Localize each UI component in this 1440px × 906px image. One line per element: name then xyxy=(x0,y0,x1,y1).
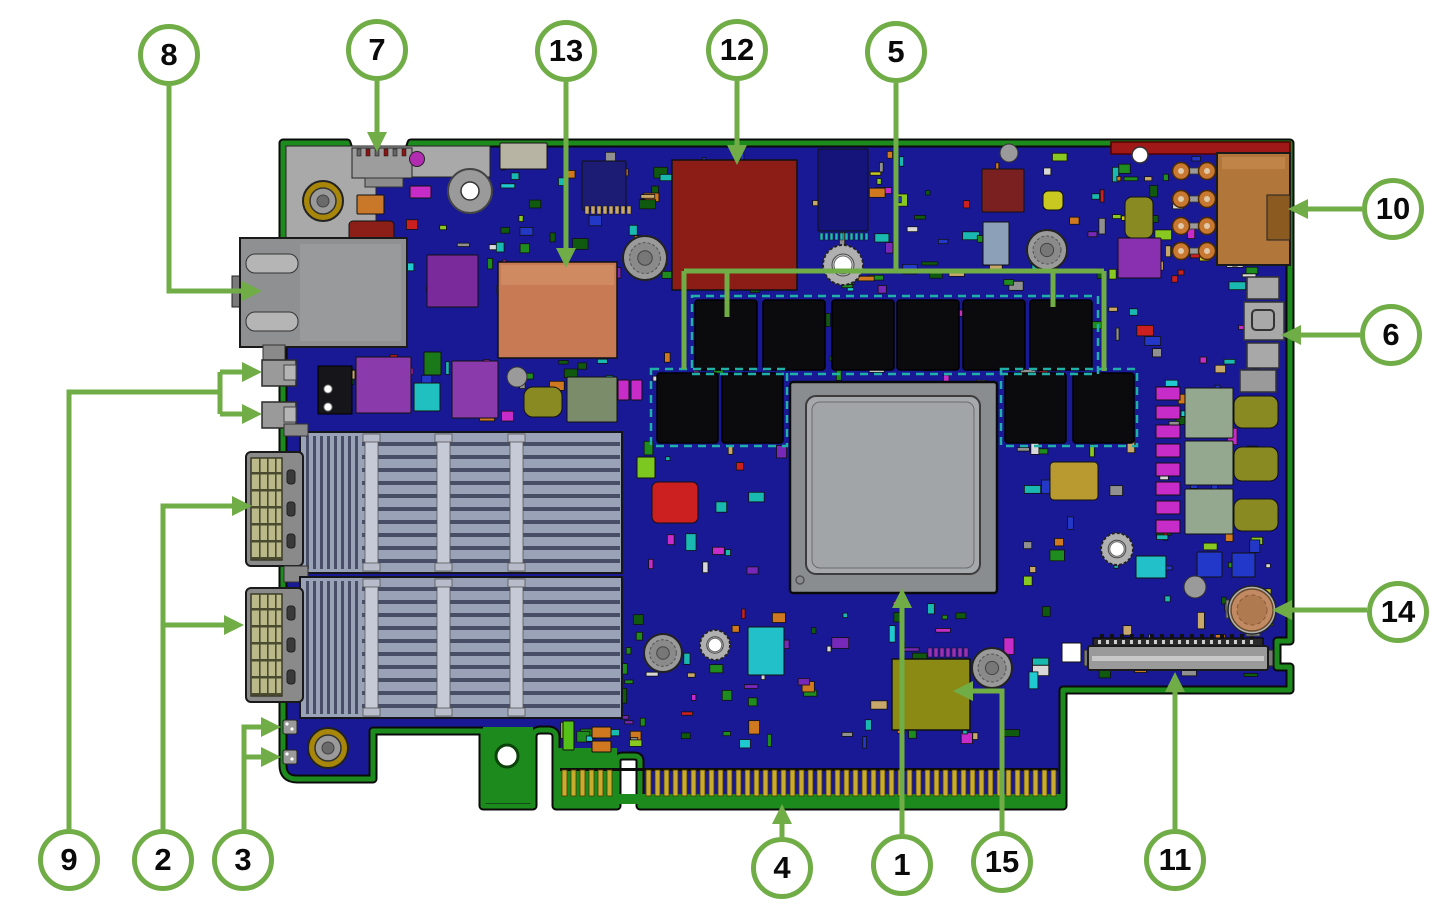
callout-10-power-connector: 10 xyxy=(1362,178,1424,240)
callout-7-top-notch-connector: 7 xyxy=(346,19,408,81)
leader-arrow-3 xyxy=(261,747,281,767)
medium-components xyxy=(348,142,1279,753)
leader-line-8 xyxy=(166,86,252,294)
leader-line-9 xyxy=(66,389,220,829)
capacitor-banks xyxy=(649,294,1139,448)
callout-4-pcie-gold-fingers: 4 xyxy=(751,837,813,899)
callout-13-copper-chip: 13 xyxy=(535,20,597,82)
leader-line-3 xyxy=(241,724,272,829)
screws-and-holes xyxy=(302,143,1207,769)
leader-arrow-3 xyxy=(261,717,281,737)
long-board-connector xyxy=(1083,634,1274,671)
callout-6-right-edge-connector: 6 xyxy=(1360,304,1422,366)
leader-arrow-2 xyxy=(232,496,252,516)
callout-3-edge-leds: 3 xyxy=(212,829,274,891)
leader-line-15 xyxy=(962,688,1005,831)
callout-12-dark-red-chip: 12 xyxy=(706,19,768,81)
callout-1-large-gray-center-chip: 1 xyxy=(871,834,933,896)
callout-5-black-capacitor-banks: 5 xyxy=(865,21,927,83)
leader-arrow-9 xyxy=(242,362,262,382)
leader-arrow-8 xyxy=(242,281,262,301)
main-asic-chip xyxy=(788,380,999,595)
leader-arrow-13 xyxy=(556,248,576,268)
leader-lines xyxy=(66,81,1367,837)
leader-arrow-7 xyxy=(367,132,387,152)
edge-leds xyxy=(282,719,298,765)
leader-arrow-1 xyxy=(892,588,912,608)
callout-15-olive-chip: 15 xyxy=(971,831,1033,893)
board-green-zones xyxy=(483,727,1061,804)
leader-arrow-9 xyxy=(242,404,262,424)
right-edge-connector xyxy=(1239,276,1285,393)
qsfp-cage-2 xyxy=(245,576,623,719)
rj45-connector xyxy=(231,237,408,362)
leader-arrow-10 xyxy=(1288,199,1308,219)
leader-arrow-6 xyxy=(1281,325,1301,345)
leader-line-2 xyxy=(160,503,242,829)
coin-cell-battery xyxy=(1225,585,1277,637)
leader-arrow-12 xyxy=(727,145,747,165)
major-chips xyxy=(497,159,971,731)
leader-arrow-11 xyxy=(1165,672,1185,692)
callout-9-left-edge-ports: 9 xyxy=(38,829,100,891)
callout-11-long-board-connector: 11 xyxy=(1144,829,1206,891)
leader-arrow-4 xyxy=(772,804,792,824)
leader-arrow-14 xyxy=(1272,600,1292,620)
pcie-edge-connector xyxy=(560,768,1058,797)
callout-2-qsfp-port-cages: 2 xyxy=(132,829,194,891)
callout-8-rj45-port: 8 xyxy=(138,24,200,86)
left-edge-ports xyxy=(261,359,353,429)
leader-arrow-2 xyxy=(224,615,244,635)
qsfp-cage-1 xyxy=(245,423,623,583)
callout-14-coin-cell-battery: 14 xyxy=(1367,581,1429,643)
leader-arrow-15 xyxy=(953,681,973,701)
